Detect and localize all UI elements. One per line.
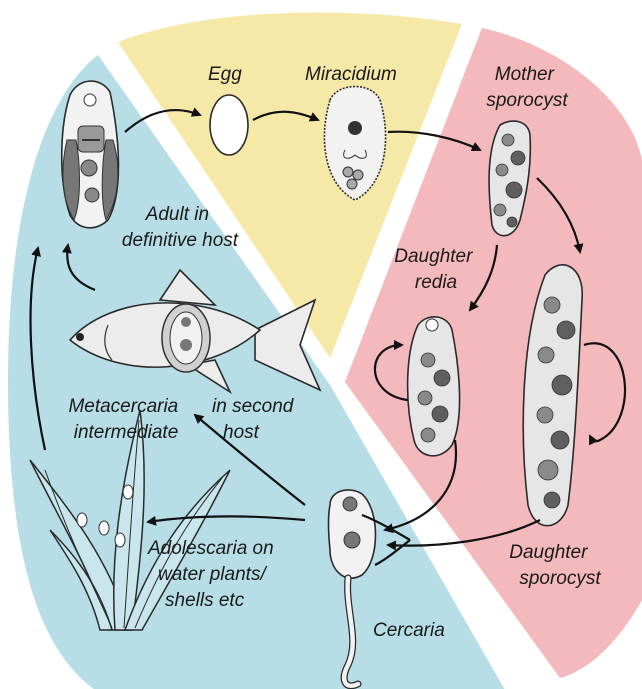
label-miracidium: Miracidium bbox=[305, 64, 397, 85]
egg-icon bbox=[210, 95, 248, 155]
adult-fluke-icon bbox=[62, 81, 119, 228]
daughter-redia-icon bbox=[408, 317, 460, 456]
label-egg: Egg bbox=[208, 64, 242, 85]
label-cercaria: Cercaria bbox=[373, 620, 445, 641]
